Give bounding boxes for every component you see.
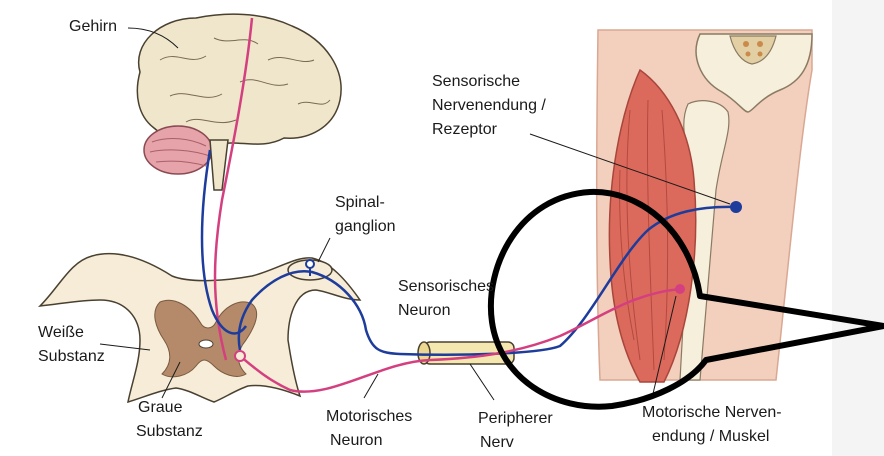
leader-motorisches-neuron [364,374,378,398]
leader-spinalganglion [318,238,330,262]
motor-endplate-dot [675,284,685,294]
label-rezeptor-line2: Nervenendung / [432,96,546,115]
label-rezeptor-line3: Rezeptor [432,120,497,139]
sacral-foramen [758,52,763,57]
brain [137,14,341,146]
label-rezeptor-line1: Sensorische [432,72,520,91]
sacral-foramen [746,52,751,57]
label-weisse-substanz-line1: Weiße [38,323,84,342]
label-peripherer-nerv-line1: Peripherer [478,409,553,428]
label-peripherer-nerv-line2: Nerv [480,433,514,452]
label-graue-substanz-line1: Graue [138,398,182,417]
label-motorisches-neuron-line2: Neuron [330,431,382,450]
label-spinalganglion-line1: Spinal- [335,193,385,212]
label-motorische-nervenendung-line1: Motorische Nerven- [642,403,782,422]
label-weisse-substanz-line2: Substanz [38,347,105,366]
label-graue-substanz-line2: Substanz [136,422,203,441]
motor-cell-body [235,351,245,361]
label-spinalganglion-line2: ganglion [335,217,396,236]
ganglion-cell-body [306,260,314,268]
label-gehirn: Gehirn [69,17,117,36]
sacral-foramen [757,41,763,47]
label-motorische-nervenendung-line2: endung / Muskel [652,427,769,446]
label-motorisches-neuron-line1: Motorisches [326,407,412,426]
label-sensorisches-neuron-line1: Sensorisches [398,277,494,296]
label-sensorisches-neuron-line2: Neuron [398,301,450,320]
leader-peripherer-nerv [470,364,494,400]
sacral-foramen [743,41,749,47]
central-canal [199,340,213,348]
receptor-dot [730,201,742,213]
